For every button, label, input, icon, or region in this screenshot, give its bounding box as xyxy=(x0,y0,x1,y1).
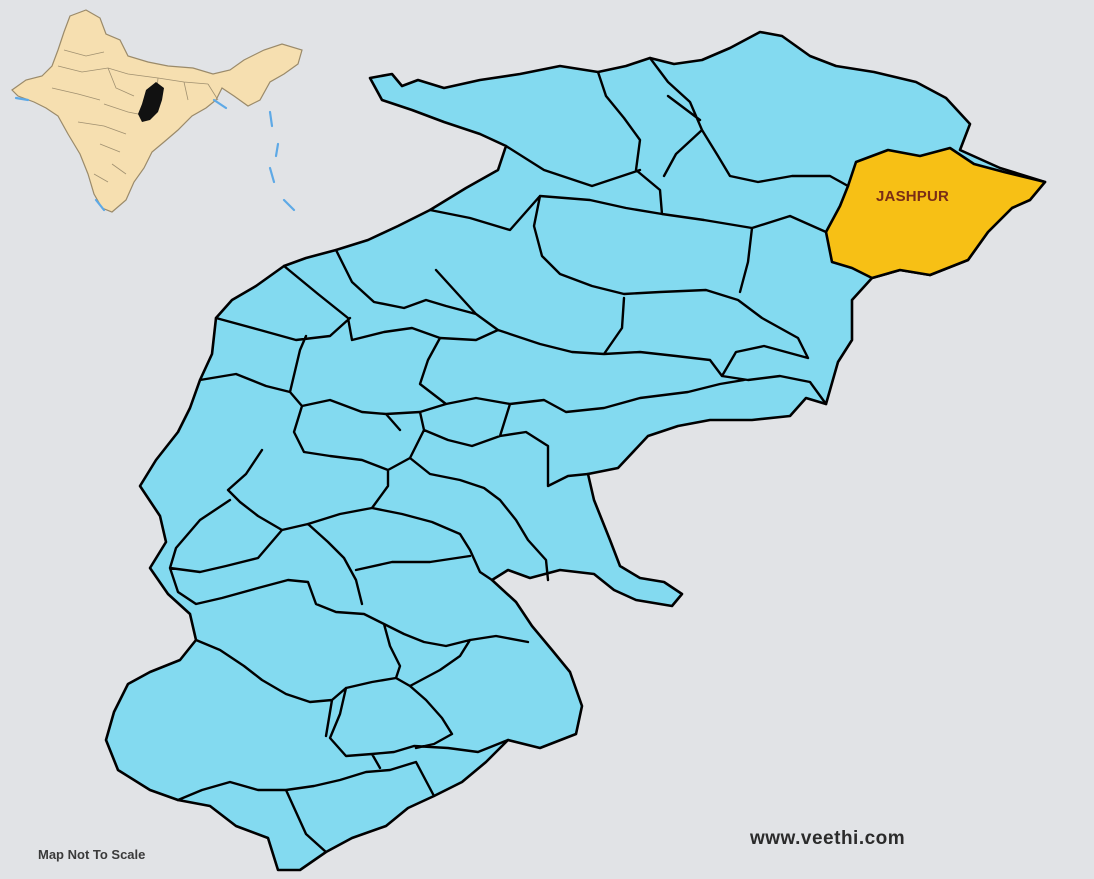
website-credit[interactable]: www.veethi.com xyxy=(750,828,906,849)
chhattisgarh-state-mark xyxy=(138,82,164,122)
district-jashpur[interactable] xyxy=(824,146,1047,280)
district-label-jashpur: JASHPUR xyxy=(876,188,950,205)
coastline-markers xyxy=(14,96,296,212)
india-state-lines xyxy=(51,49,219,183)
state-body xyxy=(104,30,1047,872)
india-locator-inset xyxy=(8,4,308,222)
scale-note: Map Not To Scale xyxy=(38,847,146,862)
district-borders xyxy=(168,56,850,854)
